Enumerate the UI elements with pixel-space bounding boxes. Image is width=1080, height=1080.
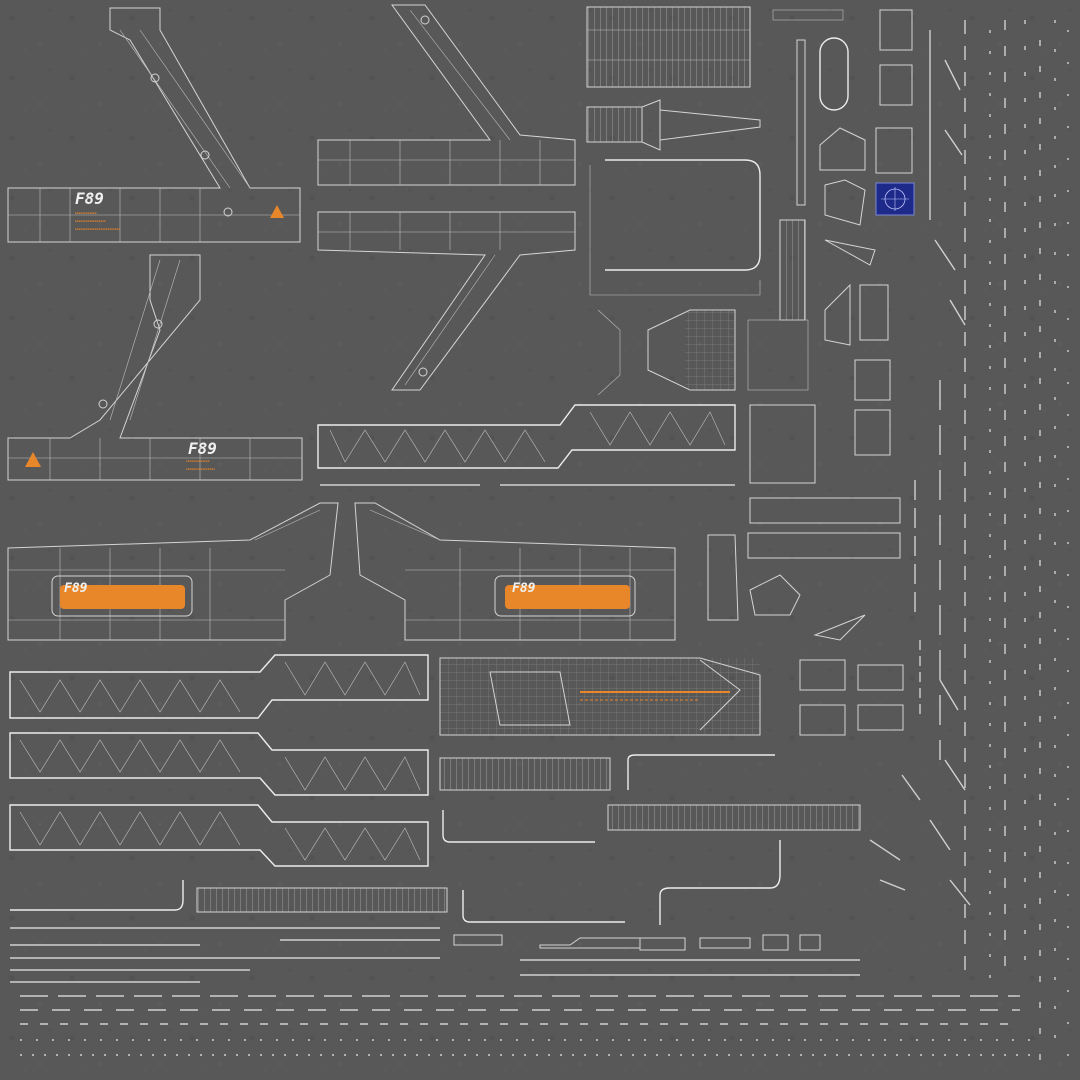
frame-outline xyxy=(589,159,761,296)
diagonal-beam-upper xyxy=(317,4,576,186)
bent-arm-upper: F89 ▪▪▪▪▪▪▪▪▪▪▪▪ ▪▪▪▪▪▪▪▪▪▪▪▪▪▪▪▪▪ ▪▪▪▪▪… xyxy=(7,7,301,243)
tall-strip-parts xyxy=(747,9,849,391)
panel-label-f89: F89 xyxy=(512,581,536,596)
hull-label-f89: F89 xyxy=(188,439,217,458)
svg-text:▪▪▪▪▪▪▪▪▪▪▪▪▪▪▪▪▪: ▪▪▪▪▪▪▪▪▪▪▪▪▪▪▪▪▪ xyxy=(75,219,106,223)
fuselage-panel-left: F89 xyxy=(7,502,339,641)
warning-triangle-icon xyxy=(25,452,41,467)
striped-panel-top xyxy=(586,6,751,88)
truss-beam-3 xyxy=(9,732,429,796)
orange-name-plate xyxy=(60,585,185,609)
bent-arm-lower: F89 ▪▪▪▪▪▪▪▪▪▪▪▪▪ ▪▪▪▪▪▪▪▪▪▪▪▪▪▪▪▪ xyxy=(7,254,303,481)
truss-beam-1 xyxy=(317,404,736,469)
orange-name-plate xyxy=(505,585,630,609)
panel-label-f89: F89 xyxy=(64,581,88,596)
lower-strip-parts xyxy=(10,754,861,951)
truss-beam-2 xyxy=(9,654,429,719)
bottom-line-strips xyxy=(10,159,1040,1056)
svg-text:▪▪▪▪▪▪▪▪▪▪▪▪▪▪▪▪▪▪▪▪▪▪▪▪▪: ▪▪▪▪▪▪▪▪▪▪▪▪▪▪▪▪▪▪▪▪▪▪▪▪▪ xyxy=(75,227,120,231)
nozzle-piece xyxy=(586,99,761,151)
fuselage-panel-right: F89 xyxy=(354,502,676,641)
truss-beam-4 xyxy=(9,804,429,867)
diagonal-beam-lower xyxy=(317,211,576,391)
svg-text:▪▪▪▪▪▪▪▪▪▪▪▪▪: ▪▪▪▪▪▪▪▪▪▪▪▪▪ xyxy=(186,459,210,463)
right-micro-details xyxy=(869,20,1069,1060)
hud-target-panel xyxy=(875,182,915,216)
center-hull-piece xyxy=(439,657,761,736)
hatch-part xyxy=(597,309,736,396)
warning-triangle-icon xyxy=(270,205,284,218)
svg-text:▪▪▪▪▪▪▪▪▪▪▪▪: ▪▪▪▪▪▪▪▪▪▪▪▪ xyxy=(75,211,97,215)
mid-right-parts xyxy=(707,359,904,736)
hull-label-f89: F89 xyxy=(75,189,104,208)
svg-text:▪▪▪▪▪▪▪▪▪▪▪▪▪▪▪▪: ▪▪▪▪▪▪▪▪▪▪▪▪▪▪▪▪ xyxy=(186,467,215,471)
small-bracket-cluster xyxy=(819,9,913,346)
